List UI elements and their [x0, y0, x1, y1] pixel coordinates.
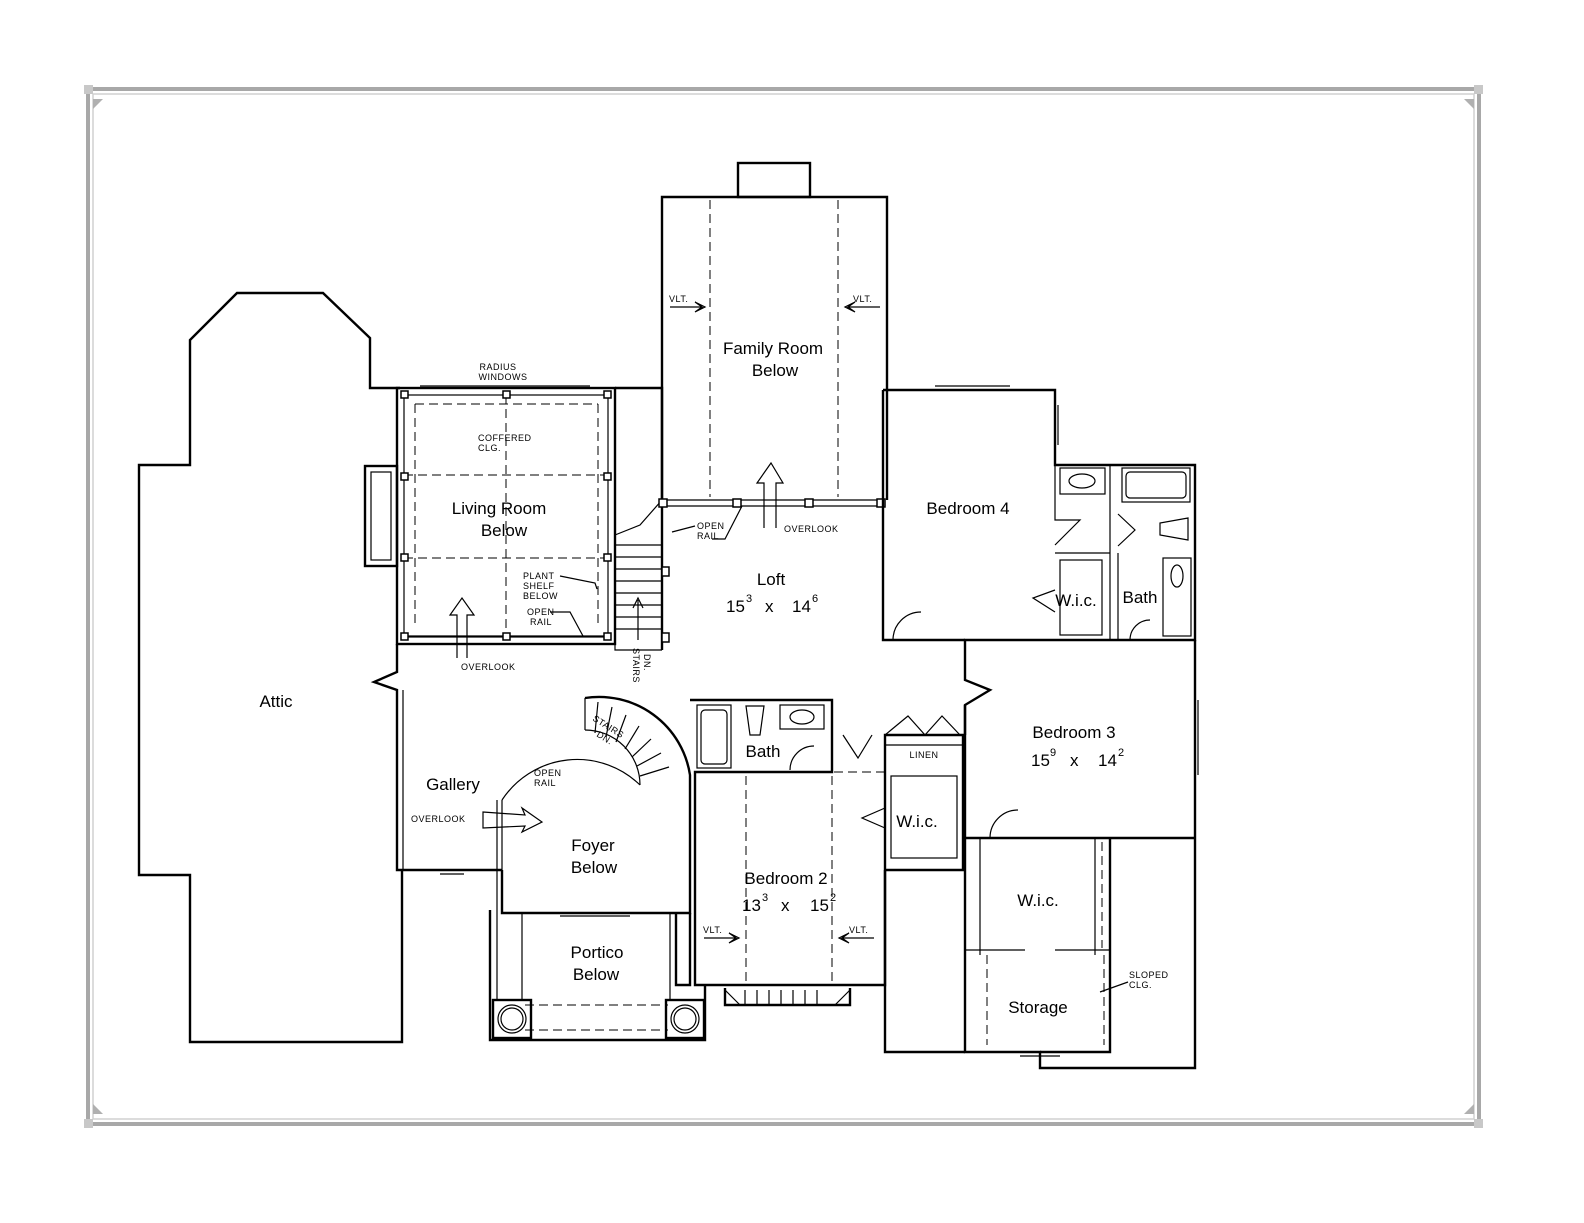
- overlook-living-note: OVERLOOK: [461, 662, 516, 672]
- svg-text:x: x: [781, 896, 790, 915]
- plant-shelf-note-3: BELOW: [523, 591, 558, 601]
- sheet-border: [84, 85, 1483, 1128]
- bedroom3-dimensions: 15 9 x 14 2: [1031, 747, 1124, 770]
- stairs-dn-note: STAIRS: [631, 648, 641, 683]
- stairs-dn-note-2: DN.: [642, 654, 652, 671]
- family-room-sub: Below: [752, 361, 799, 380]
- vlt-family-right: VLT.: [853, 294, 872, 304]
- foyer-sub: Below: [571, 858, 618, 877]
- wic-bed4-label: W.i.c.: [1055, 591, 1097, 610]
- gallery-label: Gallery: [426, 775, 480, 794]
- vlt-family-left: VLT.: [669, 294, 688, 304]
- attic-outline: [137, 291, 404, 1044]
- sloped-clg-note: SLOPED: [1129, 970, 1169, 980]
- open-rail-living-note: OPEN: [527, 607, 555, 617]
- bedroom4-label: Bedroom 4: [926, 499, 1009, 518]
- overlook-loft-note: OVERLOOK: [784, 524, 839, 534]
- wic-bed3-label: W.i.c.: [1017, 891, 1059, 910]
- svg-text:x: x: [1070, 751, 1079, 770]
- bedroom2-walls: [690, 698, 887, 1007]
- bedroom3-walls: [883, 640, 1199, 1070]
- open-rail-living-note-2: RAIL: [530, 617, 552, 627]
- wic-bed2-label: W.i.c.: [896, 812, 938, 831]
- open-rail-loft-note: OPEN: [697, 521, 725, 531]
- portico-label: Portico: [571, 943, 624, 962]
- overlook-arrows: [448, 301, 1129, 993]
- svg-text:6: 6: [812, 593, 818, 605]
- portico-sub: Below: [573, 965, 620, 984]
- coffered-note: COFFERED: [478, 433, 532, 443]
- living-room-walls: [363, 385, 617, 646]
- bedroom4-walls: [881, 385, 1197, 735]
- bedroom3-label: Bedroom 3: [1032, 723, 1115, 742]
- plant-shelf-note: PLANT: [523, 571, 555, 581]
- svg-text:15: 15: [726, 597, 745, 616]
- attic-label: Attic: [259, 692, 293, 711]
- open-rail-loft-note-2: RAIL: [697, 531, 719, 541]
- loft-dimensions: 15 3 x 14 6: [726, 593, 818, 616]
- family-room-walls: [660, 161, 889, 500]
- vlt-bed2-left: VLT.: [703, 925, 722, 935]
- svg-text:3: 3: [762, 892, 768, 904]
- svg-text:x: x: [765, 597, 774, 616]
- living-room-sub: Below: [481, 521, 528, 540]
- sloped-clg-note-2: CLG.: [1129, 980, 1152, 990]
- storage-label: Storage: [1008, 998, 1068, 1017]
- svg-text:14: 14: [1098, 751, 1117, 770]
- foyer-curved-stair: [496, 695, 692, 917]
- bath-center-label: Bath: [746, 742, 781, 761]
- plant-shelf-note-2: SHELF: [523, 581, 555, 591]
- open-rail-foyer-note-2: RAIL: [534, 778, 556, 788]
- family-overlook-rail: [658, 498, 886, 508]
- svg-text:2: 2: [830, 892, 836, 904]
- family-room-label: Family Room: [723, 339, 823, 358]
- svg-text:9: 9: [1050, 747, 1056, 759]
- bath-right-label: Bath: [1123, 588, 1158, 607]
- open-rail-foyer-note: OPEN: [534, 768, 562, 778]
- living-room-label: Living Room: [452, 499, 547, 518]
- portico: [488, 910, 707, 1042]
- svg-text:14: 14: [792, 597, 811, 616]
- overlook-gallery-note: OVERLOOK: [411, 814, 466, 824]
- svg-text:2: 2: [1118, 747, 1124, 759]
- radius-windows-note-2: WINDOWS: [479, 372, 528, 382]
- straight-stair: [614, 386, 670, 651]
- foyer-label: Foyer: [571, 836, 615, 855]
- vlt-bed2-right: VLT.: [849, 925, 868, 935]
- gallery-walls: [370, 644, 502, 875]
- bedroom2-dimensions: 13 3 x 15 2: [742, 892, 836, 915]
- linen-wic-walls: [842, 715, 965, 872]
- coffered-note-2: CLG.: [478, 443, 501, 453]
- svg-text:15: 15: [810, 896, 829, 915]
- svg-text:3: 3: [746, 593, 752, 605]
- radius-windows-note: RADIUS: [479, 362, 516, 372]
- svg-text:15: 15: [1031, 751, 1050, 770]
- linen-label: LINEN: [909, 750, 938, 760]
- loft-label: Loft: [757, 570, 786, 589]
- svg-text:13: 13: [742, 896, 761, 915]
- bedroom2-label: Bedroom 2: [744, 869, 827, 888]
